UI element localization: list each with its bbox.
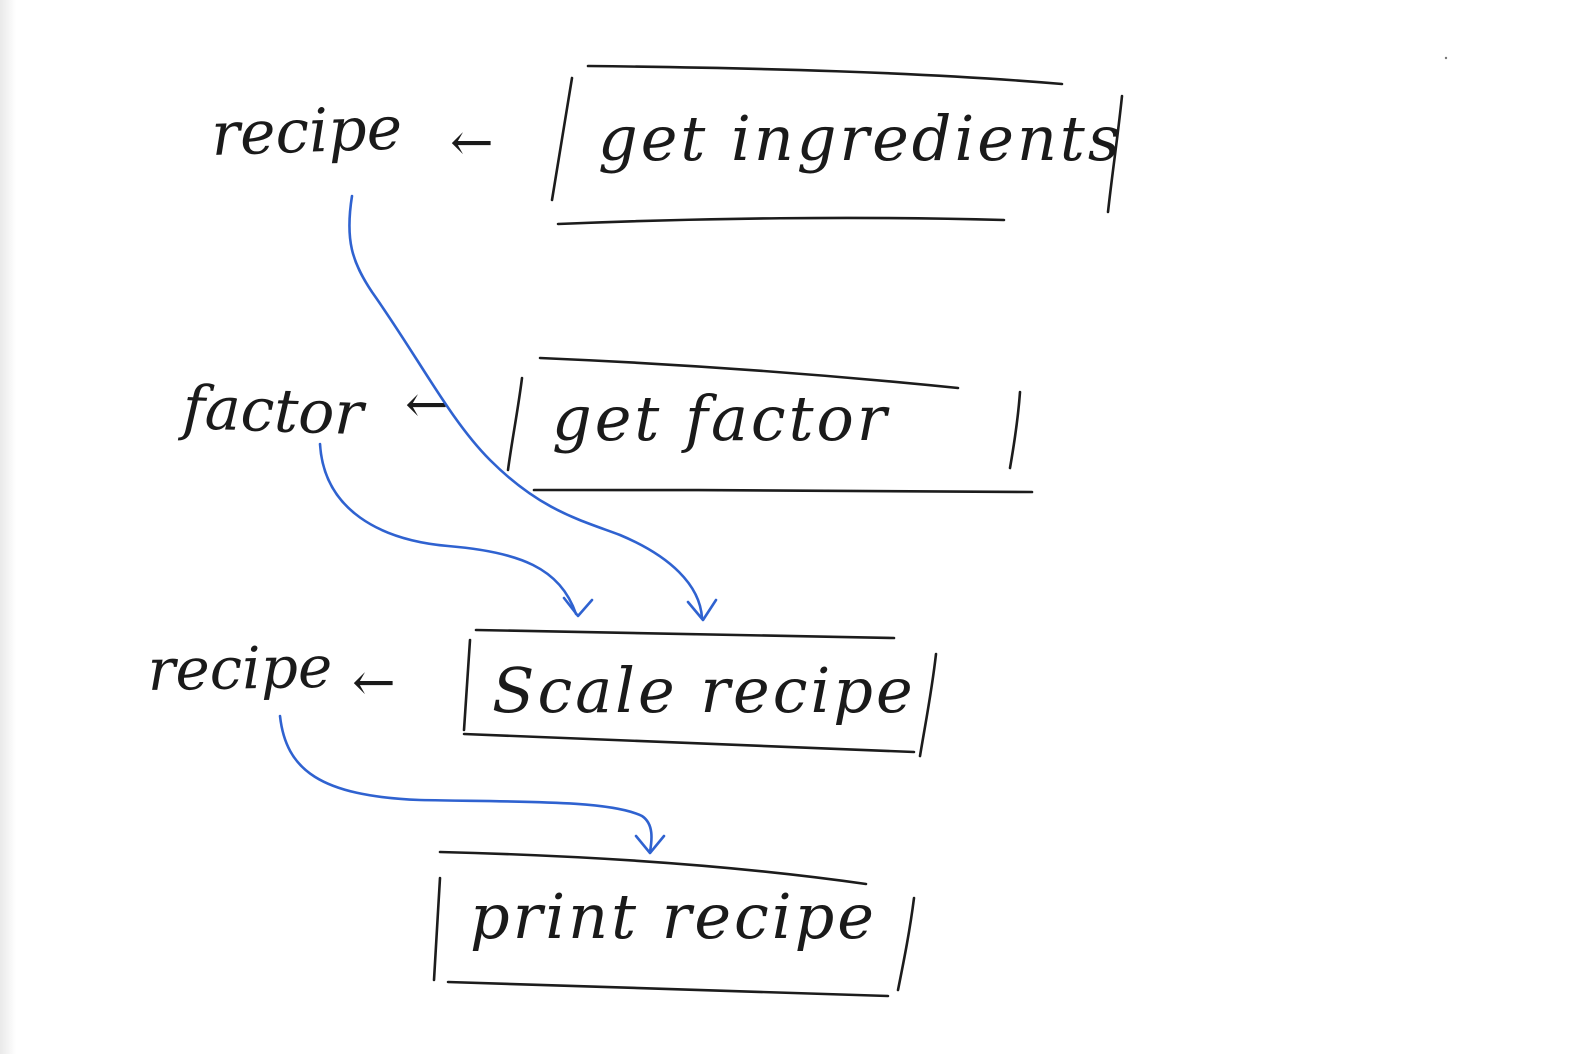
step-3-procedure-label: Scale recipe: [492, 654, 916, 727]
flow-arrow-factor-to-scale: [318, 442, 578, 616]
stray-dot: [1444, 56, 1448, 60]
step-3-assign-arrow: ←: [352, 653, 396, 713]
step-1-assign-arrow: ←: [450, 113, 494, 173]
flow-arrows: [278, 194, 718, 855]
step-2: factor ← get factor: [177, 356, 1034, 494]
flow-arrow-recipe-to-scale: [348, 194, 704, 620]
step-1: recipe ← get ingredients: [210, 64, 1124, 226]
step-3-procedure-box: [462, 628, 938, 758]
step-2-assign-arrow: ←: [405, 375, 449, 435]
step-2-procedure-label: get factor: [552, 382, 890, 455]
step-1-procedure-box: [550, 64, 1124, 226]
step-3: recipe ← Scale recipe: [147, 628, 938, 758]
step-4: print recipe: [432, 850, 916, 998]
flow-arrow-head-print: [634, 834, 666, 855]
step-2-procedure-box: [506, 356, 1034, 494]
step-1-procedure-label: get ingredients: [598, 102, 1123, 175]
step-2-output-variable: factor: [177, 373, 367, 450]
flow-arrow-head-factor: [562, 596, 594, 618]
step-4-procedure-box: [432, 850, 916, 998]
flow-arrow-recipe-to-print: [278, 714, 653, 854]
step-4-procedure-label: print recipe: [470, 880, 877, 953]
step-1-output-variable: recipe: [210, 93, 403, 170]
step-3-output-variable: recipe: [147, 633, 333, 704]
flow-arrow-head-recipe: [686, 598, 718, 622]
paper-edge: [0, 0, 16, 1054]
